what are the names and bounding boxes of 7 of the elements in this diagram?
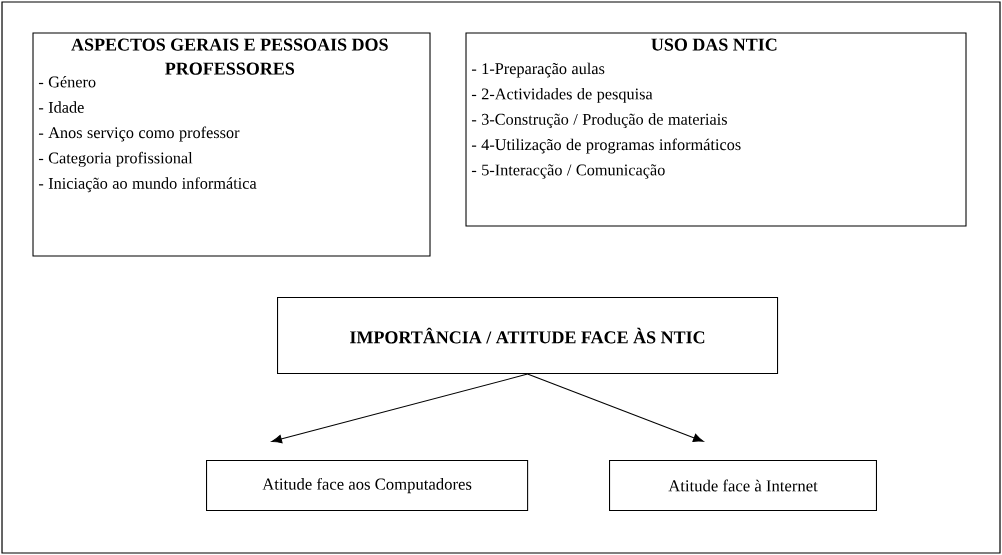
arrow: [527, 373, 704, 442]
text-box: IMPORTÂNCIA / ATITUDE FACE ÀS NTIC: [277, 297, 779, 375]
text-box: USO DAS NTIC - 1-Preparação aulas - 2-Actividades de pesquisa - 3-Construção / Produção de materiais - 4-Utilização de programas informáticos - 5-Interacção / Comunicação: [465, 32, 967, 227]
text-box: Atitude face aos Computadores: [206, 460, 529, 512]
text-box: Atitude face à Internet: [609, 460, 877, 512]
text-box: ASPECTOS GERAIS E PESSOAIS DOS PROFESSORES - Género - Idade - Anos serviço como professor - Categoria profissional - Iniciação ao mundo informática: [32, 32, 431, 257]
arrow: [271, 373, 529, 444]
